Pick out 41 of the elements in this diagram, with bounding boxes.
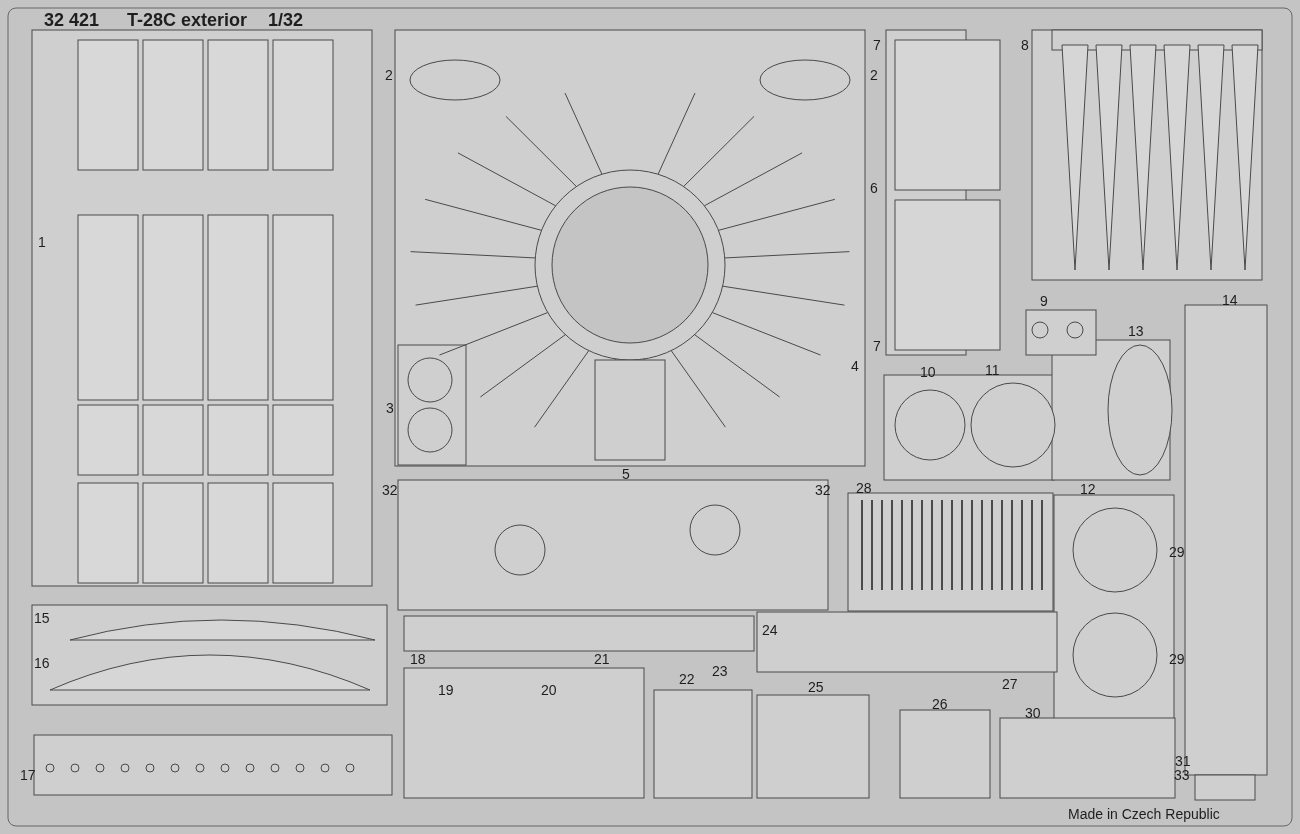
part-number: 17 — [20, 767, 36, 783]
part-number: 30 — [1025, 705, 1041, 721]
part-number: 8 — [1021, 37, 1029, 53]
sheet-title: 32 421 — [44, 10, 100, 30]
part-number: 31 — [1175, 753, 1191, 769]
part-number: 20 — [541, 682, 557, 698]
part-number: 29 — [1169, 544, 1185, 560]
part-number: 7 — [873, 37, 881, 53]
part-number: 27 — [1002, 676, 1018, 692]
part-number: 2 — [385, 67, 393, 83]
part-number: 29 — [1169, 651, 1185, 667]
part-number: 14 — [1222, 292, 1238, 308]
part-number: 26 — [932, 696, 948, 712]
part-number: 4 — [851, 358, 859, 374]
part-number: 9 — [1040, 293, 1048, 309]
part-number: 1 — [38, 234, 46, 250]
part-number: 28 — [856, 480, 872, 496]
part-number: 3 — [386, 400, 394, 416]
part-number: 32 — [382, 482, 398, 498]
sheet-title: 1/32 — [268, 10, 304, 30]
origin-note: Made in Czech Republic — [1068, 806, 1220, 822]
part-number: 7 — [873, 338, 881, 354]
part-number: 23 — [712, 663, 728, 679]
part-number: 25 — [808, 679, 824, 695]
part-number: 15 — [34, 610, 50, 626]
part-number: 16 — [34, 655, 50, 671]
part-number: 2 — [870, 67, 878, 83]
part-number: 18 — [410, 651, 426, 667]
part-number: 12 — [1080, 481, 1096, 497]
sheet-title: T-28C exterior — [127, 10, 248, 30]
part-number: 13 — [1128, 323, 1144, 339]
part-number: 32 — [815, 482, 831, 498]
part-number: 10 — [920, 364, 936, 380]
part-number: 6 — [870, 180, 878, 196]
part-number: 21 — [594, 651, 610, 667]
part-number: 24 — [762, 622, 778, 638]
part-number: 11 — [985, 362, 1000, 378]
part-number: 33 — [1174, 767, 1190, 783]
part-number: 19 — [438, 682, 454, 698]
part-number: 5 — [622, 466, 630, 482]
part-number: 22 — [679, 671, 695, 687]
